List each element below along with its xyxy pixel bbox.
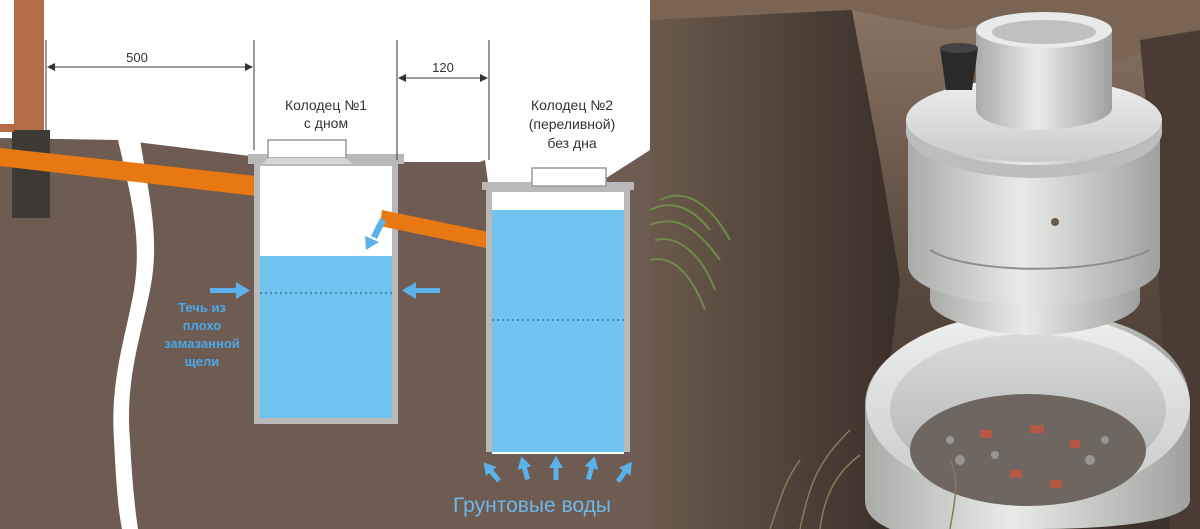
well-1-water (260, 256, 392, 418)
trench-left-wall (650, 0, 900, 529)
well-1 (248, 139, 404, 424)
dimension-500-label: 500 (126, 50, 148, 65)
leak-arrow-left-icon (210, 282, 250, 299)
bottom-well-ring (865, 312, 1190, 529)
dimension-120 (396, 40, 490, 160)
leak-label-line4: щели (185, 354, 219, 369)
well-2 (482, 167, 634, 454)
leak-label-line2: плохо (183, 318, 221, 333)
post-foundation (12, 130, 50, 218)
well-2-label-line3: без дна (547, 135, 597, 151)
foundation-ledge (0, 124, 14, 132)
soil-slope (600, 150, 650, 182)
inflow-arrow-icon (365, 218, 386, 250)
grass-icon (650, 194, 731, 311)
installation-photo (650, 0, 1200, 529)
bucket-icon (940, 43, 978, 90)
foreground-weeds (769, 429, 957, 529)
overflow-pipe (380, 210, 508, 252)
water-pipe-white (113, 140, 155, 529)
leak-arrow-right-icon (402, 282, 440, 299)
well-2-label-line2: (переливной) (529, 116, 616, 132)
well-1-label-line2: с дном (304, 115, 348, 131)
dimension-500 (45, 40, 255, 150)
groundwater-arrows-icon (483, 456, 632, 483)
well-2-label-line1: Колодец №2 (531, 97, 613, 113)
rubble-bottom (910, 394, 1146, 506)
tall-well-rings (906, 12, 1162, 335)
well-2-hatch (531, 167, 607, 187)
well-1-label-line1: Колодец №1 (285, 97, 367, 113)
inlet-pipe (0, 148, 275, 198)
leak-label-line1: Течь из (178, 300, 226, 315)
leak-label-line3: замазанной (164, 336, 240, 351)
groundwater-label: Грунтовые воды (453, 494, 611, 517)
wooden-post (14, 0, 44, 132)
septic-diagram: 500 120 Колодец №1 с дном Колодец №2 (пе… (0, 0, 650, 529)
dimension-120-label: 120 (432, 60, 454, 75)
well-1-hatch (267, 139, 347, 159)
well-2-water (492, 210, 624, 452)
